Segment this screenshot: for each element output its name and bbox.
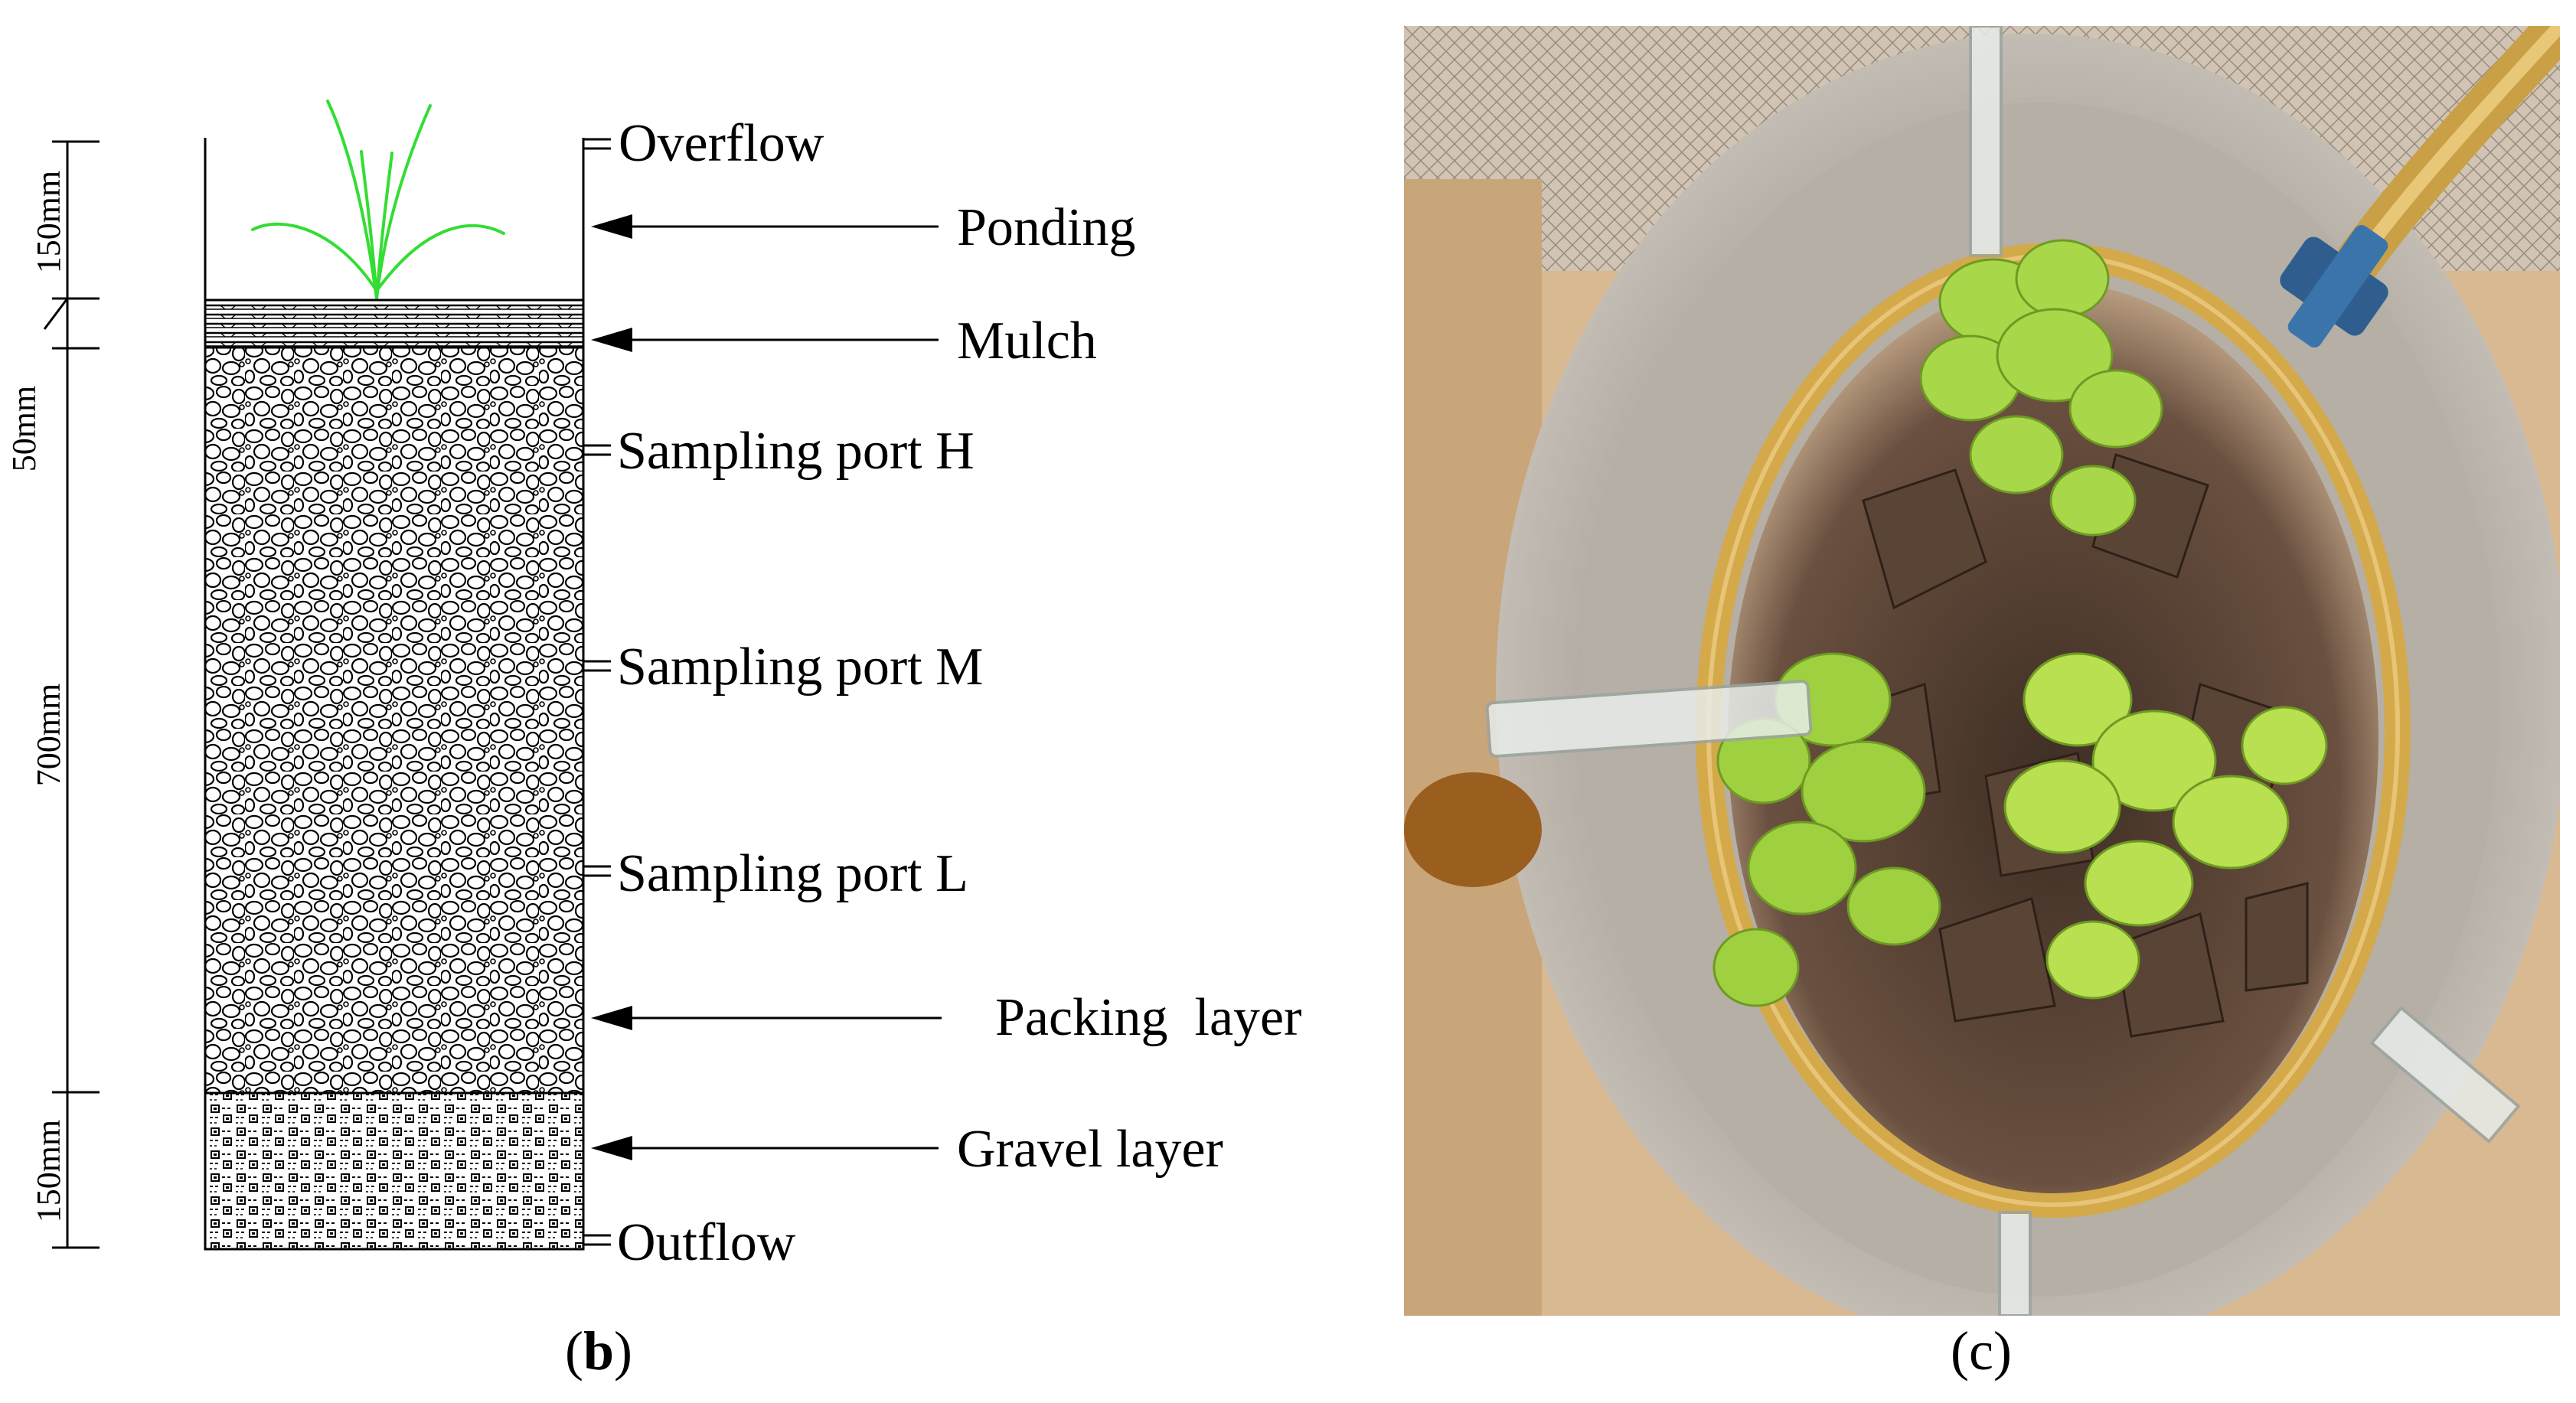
dim-label-mulch: 50mm: [5, 386, 43, 471]
panel-label-b: (b): [565, 1320, 633, 1382]
dim-label-gravel: 150mm: [30, 1120, 67, 1222]
gravel-arrow: [591, 1136, 939, 1160]
mulch-arrow: [591, 328, 939, 352]
bioretention-column-schematic: 150mm 50mm 700mm 150mm: [5, 100, 1301, 1272]
packing-layer: [204, 346, 585, 1095]
label-gravel-layer: Gravel layer: [957, 1120, 1223, 1179]
label-packing-layer: Packing layer: [995, 988, 1301, 1047]
label-sampling-port-h: Sampling port H: [617, 422, 975, 481]
plant-cluster-top: [1919, 239, 2163, 537]
port-ticks: [583, 138, 611, 1246]
acrylic-brackets: [1485, 26, 2521, 1316]
plant-icon: [251, 100, 505, 300]
outlet-stub: [1404, 772, 1542, 887]
mulch-layer: [204, 299, 585, 349]
panel-label-c: (c): [1951, 1320, 2012, 1382]
ponding-arrow: [591, 214, 939, 239]
column-walls: [204, 138, 585, 300]
inflow-hose: [2280, 26, 2560, 348]
label-mulch: Mulch: [957, 312, 1097, 370]
column-photograph: [1404, 26, 2560, 1316]
plant-cluster-right: [2003, 652, 2328, 1000]
label-sampling-port-l: Sampling port L: [617, 844, 968, 903]
gravel-layer: [204, 1091, 585, 1251]
panel-letter-b: b: [583, 1320, 615, 1382]
packing-arrow: [591, 1006, 942, 1030]
label-ponding: Ponding: [957, 198, 1135, 257]
dim-label-ponding: 150mm: [30, 171, 67, 273]
dim-label-packing: 700mm: [30, 684, 67, 786]
label-outflow: Outflow: [617, 1213, 796, 1272]
label-overflow: Overflow: [619, 114, 824, 173]
panel-letter-c: c: [1968, 1320, 1993, 1382]
label-sampling-port-m: Sampling port M: [617, 638, 983, 697]
dimension-line: [43, 140, 100, 1249]
